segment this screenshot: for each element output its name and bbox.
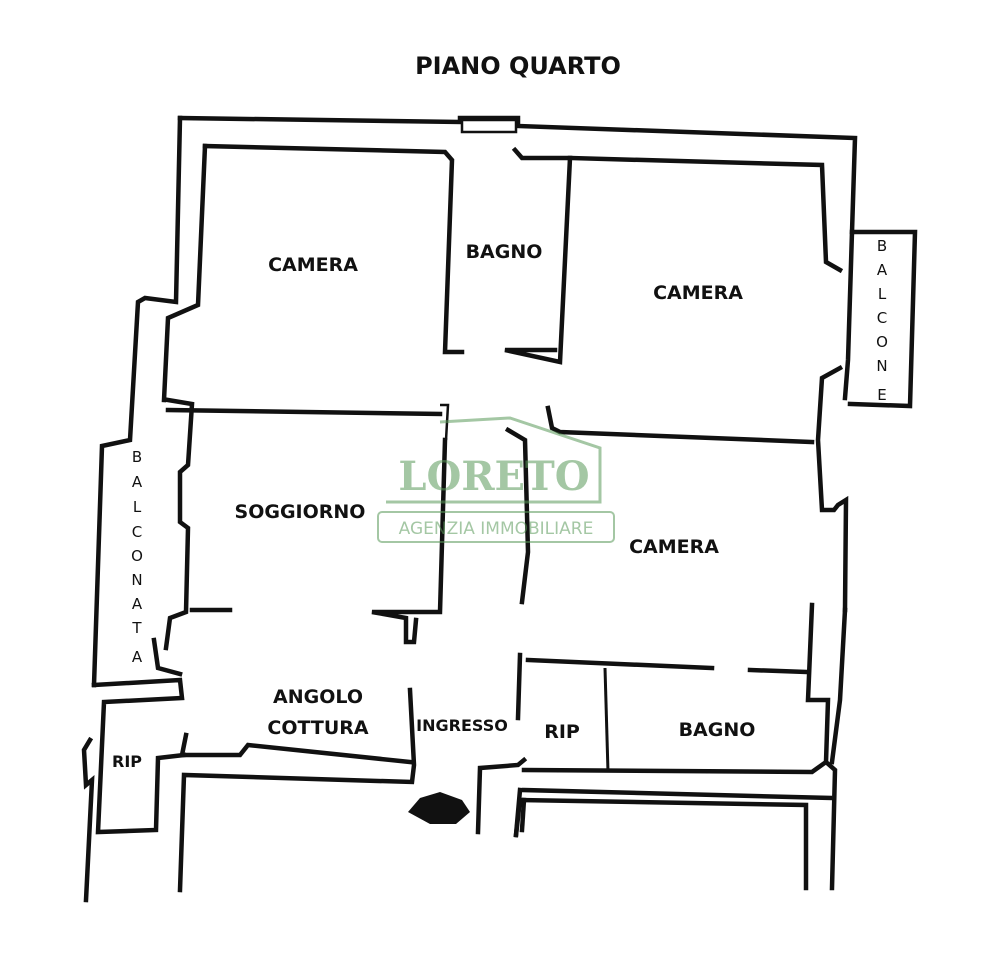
balconata-letter: A — [132, 473, 143, 491]
room-ingresso: INGRESSO — [416, 716, 508, 735]
balconata-letter: T — [131, 619, 142, 637]
room-rip-c: RIP — [544, 721, 580, 743]
watermark-agency: AGENZIA IMMOBILIARE — [399, 519, 594, 539]
room-bagno-s: BAGNO — [679, 719, 756, 741]
watermark-logo: LORETO — [398, 453, 589, 500]
balcone-letter: O — [876, 333, 888, 351]
balcone-letter: A — [877, 261, 888, 279]
balconata-letter: C — [132, 523, 142, 541]
room-rip-w: RIP — [112, 752, 142, 771]
room-bagno-n: BAGNO — [466, 241, 543, 263]
balconata-letter: A — [132, 595, 143, 613]
room-labels: CAMERA BAGNO CAMERA SOGGIORNO CAMERA ANG… — [112, 241, 755, 771]
agency-watermark: LORETO AGENZIA IMMOBILIARE — [377, 416, 615, 543]
balcone-letter: N — [876, 357, 887, 375]
room-cottura: COTTURA — [267, 717, 369, 739]
balconata-letter: A — [132, 648, 143, 666]
balcone-label: B A L C O N E — [876, 237, 888, 404]
room-camera-e: CAMERA — [629, 536, 719, 558]
balconata-letter: L — [133, 498, 142, 516]
vent — [460, 118, 518, 134]
room-camera-nw: CAMERA — [268, 254, 358, 276]
balconata-label: B A L C O N A T A — [131, 448, 143, 666]
outer-walls — [91, 115, 918, 891]
balconata-letter: B — [132, 448, 142, 466]
balcone-letter: E — [877, 386, 886, 404]
room-camera-ne: CAMERA — [653, 282, 743, 304]
entrance-door-icon — [408, 792, 470, 824]
balcone-letter: B — [877, 237, 887, 255]
interior-walls — [81, 397, 833, 903]
balconata-letter: N — [131, 571, 142, 589]
plan-title: PIANO QUARTO — [415, 52, 621, 80]
room-angolo: ANGOLO — [273, 686, 363, 708]
room-soggiorno: SOGGIORNO — [235, 501, 366, 523]
balcone-letter: C — [877, 309, 887, 327]
balcone-letter: L — [878, 285, 887, 303]
balconata-letter: O — [131, 547, 143, 565]
